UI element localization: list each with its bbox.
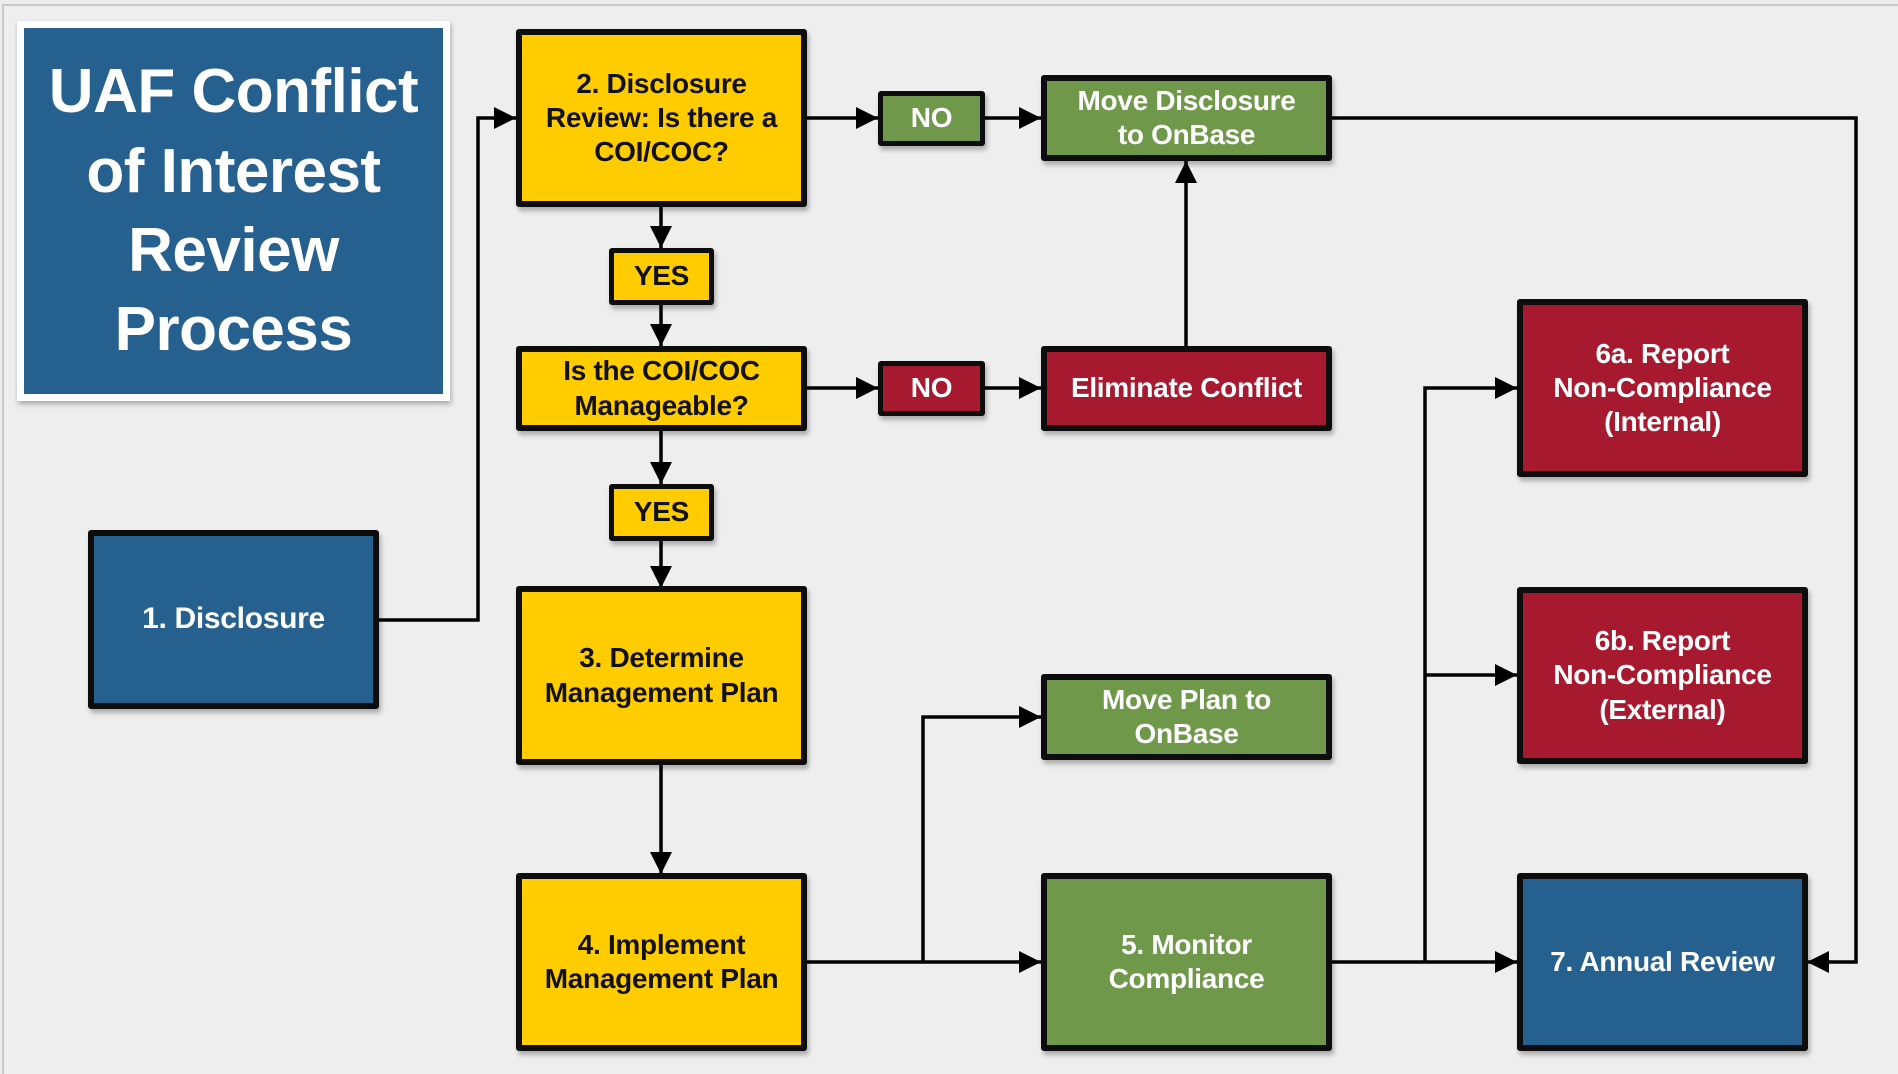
node-determine-plan: 3. Determine Management Plan <box>516 586 807 765</box>
node-disclosure: 1. Disclosure <box>88 530 379 709</box>
edge-move-disclosure-to-annual-review <box>1332 116 1858 973</box>
edge-implement-to-move-plan <box>921 706 1041 962</box>
title-card: UAF Conflict of Interest Review Process <box>17 21 450 401</box>
node-disclosure-review: 2. Disclosure Review: Is there a COI/COC… <box>516 29 807 207</box>
node-no-1: NO <box>878 91 985 146</box>
node-move-disclosure: Move Disclosure to OnBase <box>1041 75 1332 161</box>
node-eliminate-conflict: Eliminate Conflict <box>1041 346 1332 431</box>
edge-disclosure-to-review <box>379 107 516 622</box>
node-implement-plan: 4. Implement Management Plan <box>516 873 807 1051</box>
node-yes-1: YES <box>609 248 714 305</box>
edge-monitor-to-report-internal <box>1423 377 1517 962</box>
node-report-internal: 6a. Report Non-Compliance (Internal) <box>1517 299 1808 477</box>
node-annual-review: 7. Annual Review <box>1517 873 1808 1051</box>
node-move-plan: Move Plan to OnBase <box>1041 674 1332 760</box>
node-monitor-compliance: 5. Monitor Compliance <box>1041 873 1332 1051</box>
node-no-2: NO <box>878 361 985 416</box>
diagram-title: UAF Conflict of Interest Review Process <box>24 28 443 394</box>
node-manageable: Is the COI/COC Manageable? <box>516 346 807 431</box>
node-report-external: 6b. Report Non-Compliance (External) <box>1517 587 1808 764</box>
node-yes-2: YES <box>609 484 714 541</box>
